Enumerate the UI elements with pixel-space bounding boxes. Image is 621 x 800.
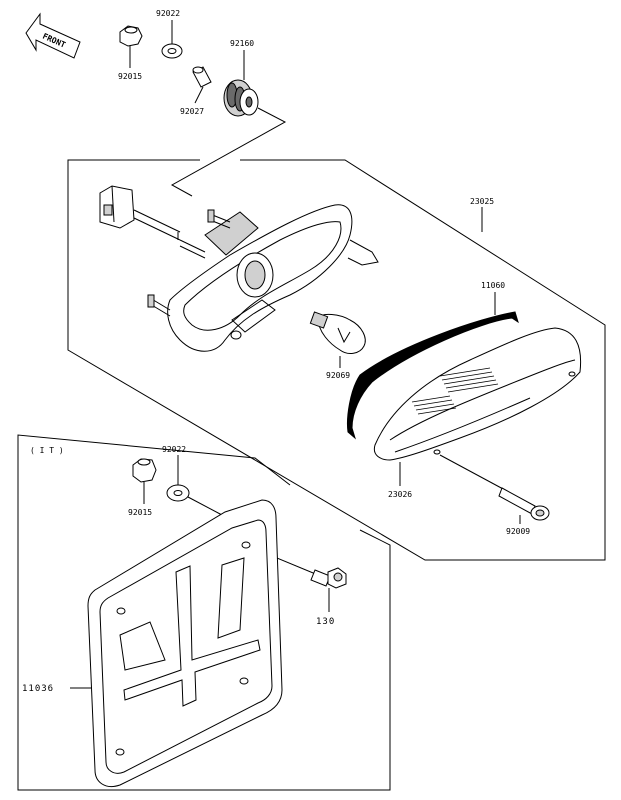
label-92015-bottom: 92015 xyxy=(128,508,152,517)
label-92015-top: 92015 xyxy=(118,72,142,81)
label-92022-top: 92022 xyxy=(156,9,180,18)
lamp-base-housing xyxy=(147,204,379,352)
label-92160: 92160 xyxy=(230,39,254,48)
label-92022-bottom: 92022 xyxy=(162,445,186,454)
label-92009: 92009 xyxy=(506,527,530,536)
label-23026: 23026 xyxy=(388,490,412,499)
leader-grommet xyxy=(170,107,287,197)
region-tag: ( I T ) xyxy=(30,446,64,455)
nut-92015-top xyxy=(119,25,143,68)
screw-92009 xyxy=(439,454,550,524)
label-92027: 92027 xyxy=(180,107,204,116)
bulb-92069 xyxy=(309,311,366,368)
lens-ribs xyxy=(411,367,499,415)
nut-92015-bottom xyxy=(132,458,157,504)
label-92069: 92069 xyxy=(326,371,350,380)
group-outline-23025 xyxy=(67,159,606,561)
lens-23026 xyxy=(373,327,582,486)
front-arrow-icon: FRONT xyxy=(25,12,81,59)
label-130: 130 xyxy=(316,617,335,627)
washer-92022-bottom xyxy=(166,455,223,516)
gasket-11060 xyxy=(347,292,519,440)
group-outline-it xyxy=(17,434,391,791)
plate-bracket-11036 xyxy=(70,499,283,787)
washer-92022-top xyxy=(161,20,183,59)
connector-plug xyxy=(99,185,181,241)
grommet-92160 xyxy=(223,50,259,117)
label-11060: 11060 xyxy=(481,281,505,290)
label-11036: 11036 xyxy=(22,684,54,694)
bolt-130 xyxy=(247,545,347,612)
collar-92027 xyxy=(192,66,212,104)
label-23025: 23025 xyxy=(470,197,494,206)
